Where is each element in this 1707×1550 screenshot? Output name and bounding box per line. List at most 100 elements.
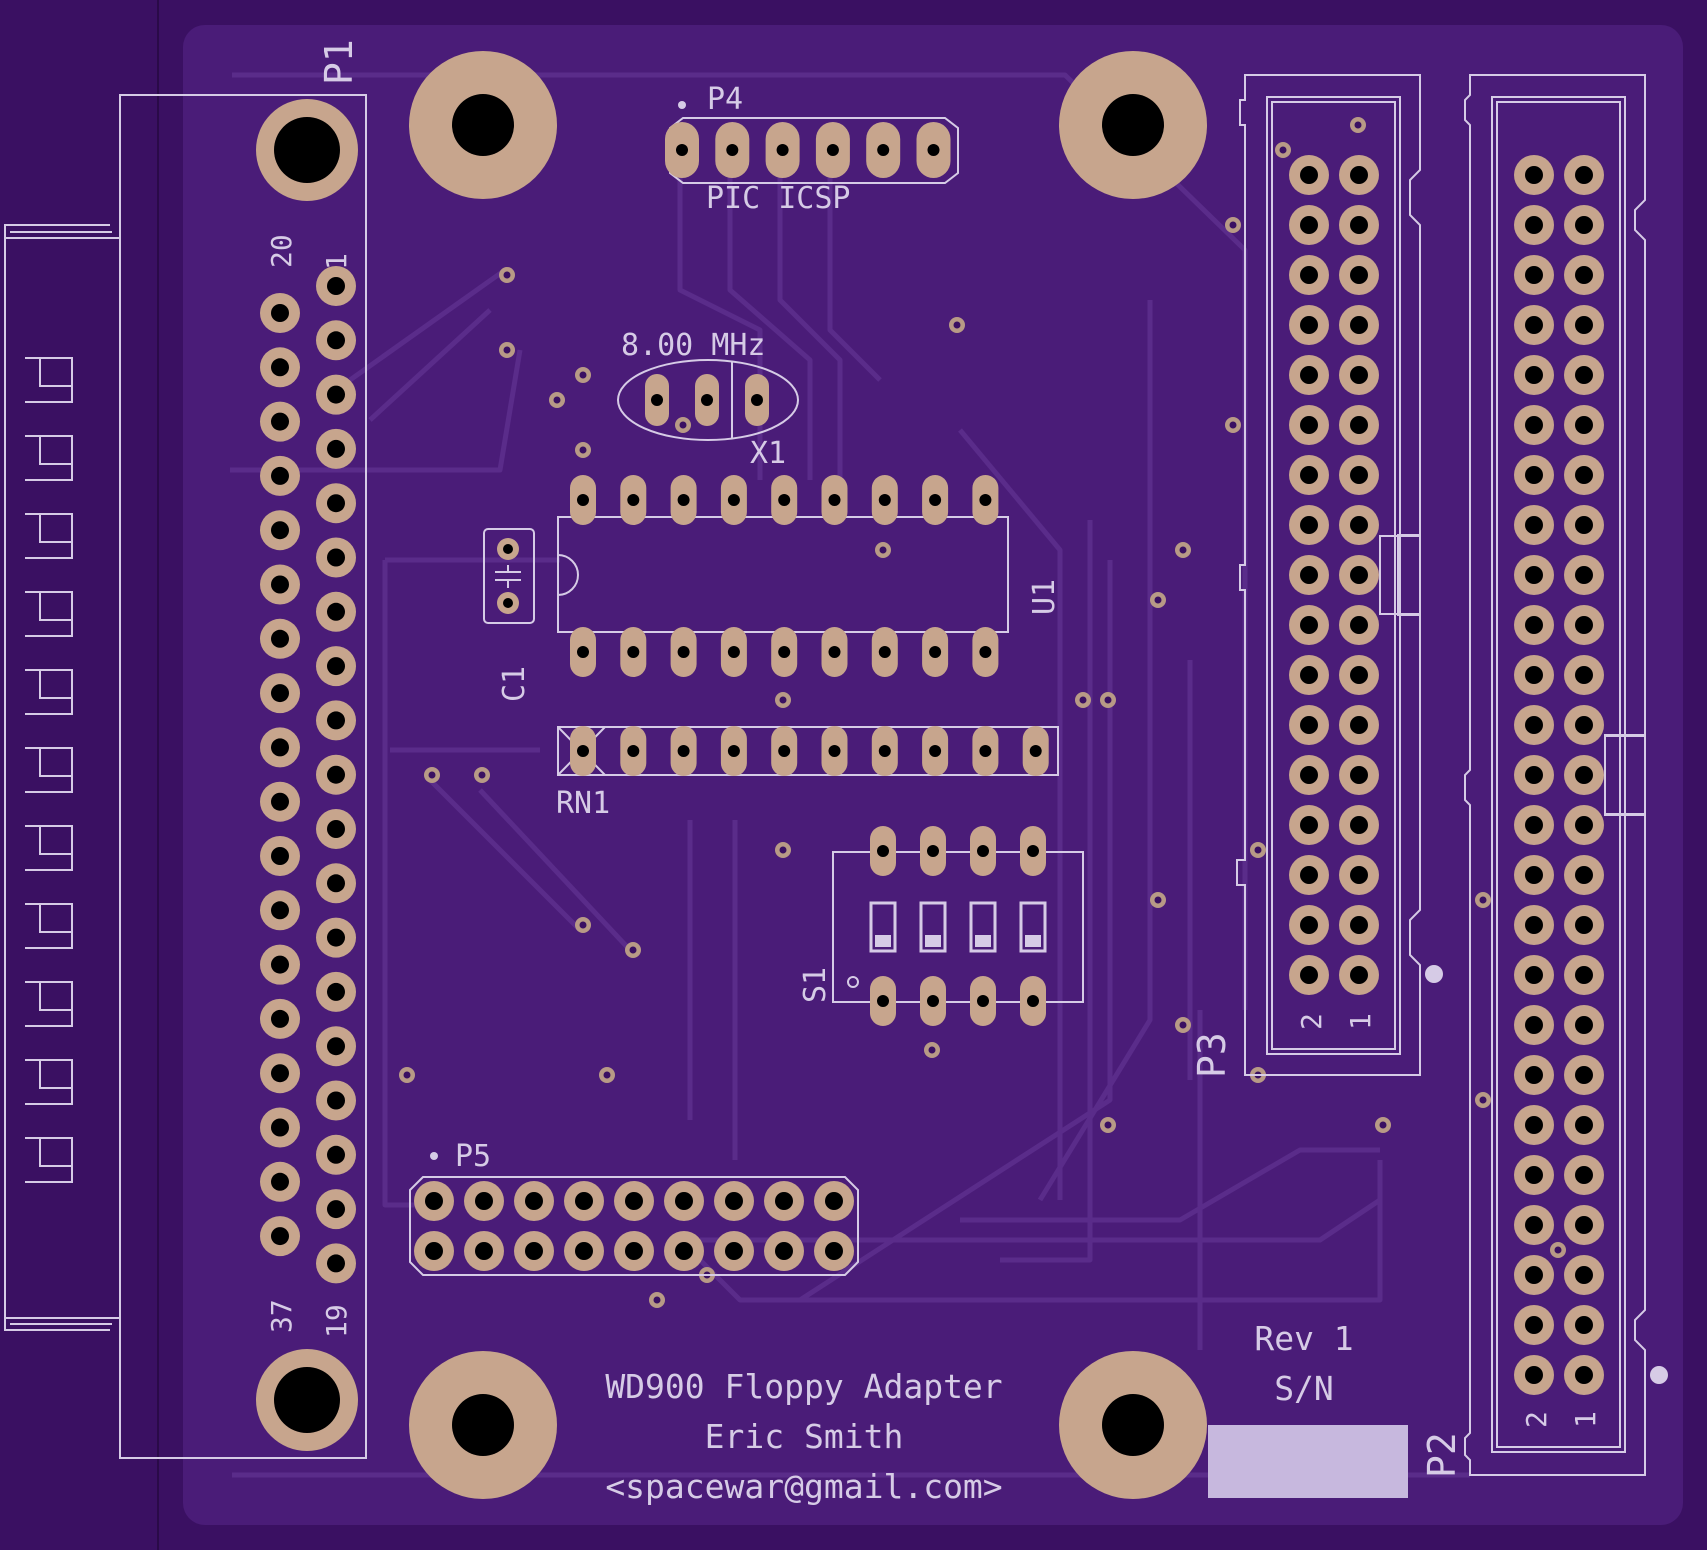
p2-pin bbox=[1514, 1205, 1554, 1245]
p5-outline bbox=[409, 1176, 859, 1276]
p2-pin bbox=[1564, 1255, 1604, 1295]
via bbox=[474, 767, 490, 783]
via bbox=[1375, 1117, 1391, 1133]
via bbox=[649, 1292, 665, 1308]
p5-pin bbox=[614, 1231, 654, 1271]
p2-pin bbox=[1514, 155, 1554, 195]
s1-switch-lever bbox=[969, 901, 997, 953]
via bbox=[575, 442, 591, 458]
u1-pin bbox=[871, 627, 898, 677]
p5-pin bbox=[814, 1231, 854, 1271]
s1-pin bbox=[870, 976, 896, 1026]
rn1-pin bbox=[670, 726, 697, 776]
p1-ribs bbox=[25, 357, 73, 1183]
p3-pin bbox=[1339, 655, 1379, 695]
p1-pin bbox=[316, 1026, 356, 1067]
rn1-pin bbox=[720, 726, 747, 776]
p3-pin bbox=[1289, 305, 1329, 345]
p5-header: P5 bbox=[409, 1139, 859, 1276]
p2-pin bbox=[1564, 755, 1604, 795]
p2-pins bbox=[1514, 155, 1604, 1395]
p1-pin bbox=[260, 1161, 300, 1202]
p3-pin bbox=[1339, 405, 1379, 445]
p1-pin bbox=[260, 998, 300, 1039]
via bbox=[1150, 592, 1166, 608]
p3-pin bbox=[1289, 955, 1329, 995]
serial-number-box bbox=[1208, 1425, 1408, 1498]
u1-pin bbox=[570, 627, 596, 677]
p2-pin bbox=[1514, 1105, 1554, 1145]
p1-rib bbox=[25, 747, 73, 793]
rn1-pin bbox=[922, 726, 949, 776]
p3-pin bbox=[1339, 305, 1379, 345]
p3-pin bbox=[1289, 605, 1329, 645]
x1-pin bbox=[745, 374, 769, 426]
p4-pin bbox=[715, 122, 750, 178]
s1-dip-switch: S1 bbox=[798, 826, 1084, 1026]
p4-header: P4 PIC ICSP bbox=[665, 82, 959, 216]
p1-pin bbox=[260, 781, 300, 822]
p1-pin bbox=[316, 320, 356, 361]
rn1-pin bbox=[821, 726, 848, 776]
p2-shroud-outline bbox=[1464, 74, 1646, 1476]
mounting-holes bbox=[256, 51, 1207, 1499]
via bbox=[1100, 692, 1116, 708]
p2-pin bbox=[1564, 605, 1604, 645]
u1-pin bbox=[720, 627, 747, 677]
board-silkscreen-text: WD900 Floppy Adapter Eric Smith <spacewa… bbox=[605, 1319, 1408, 1506]
p5-pin bbox=[514, 1181, 554, 1221]
serial-number-label: S/N bbox=[1274, 1369, 1334, 1408]
p2-pin bbox=[1564, 1305, 1604, 1345]
c1-drill-top bbox=[503, 544, 513, 554]
x1-frequency-label: 8.00 MHz bbox=[621, 328, 766, 363]
p3-pin bbox=[1289, 355, 1329, 395]
via bbox=[875, 542, 891, 558]
s1-pins bbox=[870, 826, 1046, 1026]
p5-pin bbox=[614, 1181, 654, 1221]
p4-outline bbox=[669, 117, 959, 184]
via bbox=[775, 842, 791, 858]
p1-rib bbox=[25, 1059, 73, 1105]
p2-pin bbox=[1564, 405, 1604, 445]
p1-pin bbox=[260, 944, 300, 985]
p1-pin bbox=[260, 890, 300, 931]
via bbox=[775, 692, 791, 708]
p1-pin bbox=[260, 1216, 300, 1257]
u1-pin bbox=[670, 475, 697, 525]
p1-rib bbox=[25, 981, 73, 1027]
via bbox=[499, 342, 515, 358]
via bbox=[924, 1042, 940, 1058]
p3-inner-outline-2 bbox=[1271, 101, 1396, 1050]
p3-pin1-marker bbox=[1425, 965, 1443, 983]
x1-refdes: X1 bbox=[750, 436, 786, 471]
p1-pin bbox=[260, 673, 300, 714]
u1-pin bbox=[821, 627, 848, 677]
p3-pin bbox=[1339, 605, 1379, 645]
p3-key-notch bbox=[1379, 535, 1421, 615]
p1-pin bbox=[260, 564, 300, 605]
p2-idc-connector: P2 2 1 bbox=[1420, 74, 1668, 1478]
via bbox=[1175, 1017, 1191, 1033]
p5-pin1-marker bbox=[430, 1152, 438, 1160]
p2-inner-outline-2 bbox=[1496, 101, 1621, 1448]
u1-pin bbox=[922, 627, 949, 677]
p1-pin bbox=[260, 401, 300, 442]
x1-outline bbox=[617, 359, 799, 441]
p3-pin bbox=[1289, 805, 1329, 845]
via bbox=[575, 367, 591, 383]
p1-pin bbox=[316, 428, 356, 469]
p1-pin bbox=[316, 917, 356, 958]
p1-rib bbox=[25, 903, 73, 949]
p2-pin bbox=[1564, 855, 1604, 895]
p5-pin bbox=[564, 1181, 604, 1221]
p3-pin bbox=[1289, 405, 1329, 445]
c1-refdes: C1 bbox=[497, 666, 532, 702]
via bbox=[949, 317, 965, 333]
p5-pin bbox=[814, 1181, 854, 1221]
p3-inner-outline bbox=[1266, 96, 1401, 1055]
p2-pin bbox=[1564, 655, 1604, 695]
p1-pin19-label: 19 bbox=[320, 1304, 353, 1338]
p2-key-notch bbox=[1604, 735, 1646, 815]
p1-connector: P1 20 1 37 19 bbox=[4, 39, 367, 1459]
p2-pin bbox=[1564, 1005, 1604, 1045]
